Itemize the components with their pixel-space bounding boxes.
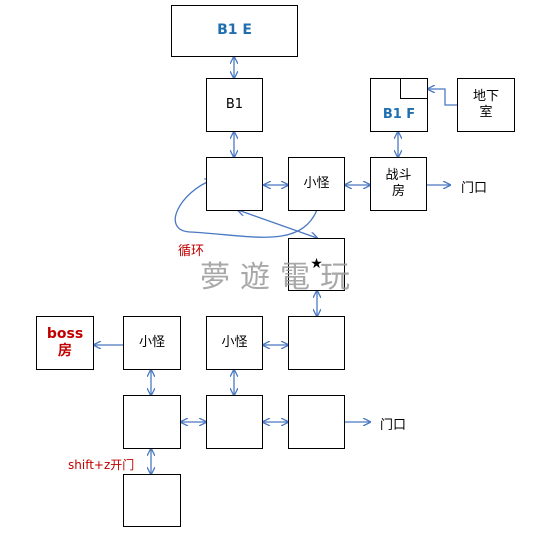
shift-open-label: shift+z开门 [68,458,135,472]
room-b1e: B1 E [171,5,298,57]
room-start [206,157,263,211]
room-star: ★ [288,238,345,291]
link-basement-b1f [428,89,457,106]
room-row4-mid [206,395,263,449]
loop-label: 循环 [178,244,205,259]
door-label-bottom: 门口 [380,418,407,433]
room-monster-mid: 小怪 [206,316,263,370]
room-battle: 战斗 房 [370,157,427,211]
room-bottom [123,474,181,527]
room-b1f-label: B1 F [382,106,416,122]
room-monster-top: 小怪 [288,157,345,211]
room-right-mid [288,316,345,370]
room-monster-left: 小怪 [123,316,181,370]
room-b1: B1 [206,78,263,132]
room-row4-right [288,395,345,449]
loop-diagonal [238,210,317,238]
room-row4-left [123,395,181,449]
stair-marker [400,79,427,99]
room-basement: 地下 室 [457,78,515,132]
room-boss: boss 房 [36,316,94,370]
room-b1f: B1 F [370,78,428,132]
watermark: 夢遊電玩 [200,260,360,295]
door-label-top: 门口 [461,181,488,196]
